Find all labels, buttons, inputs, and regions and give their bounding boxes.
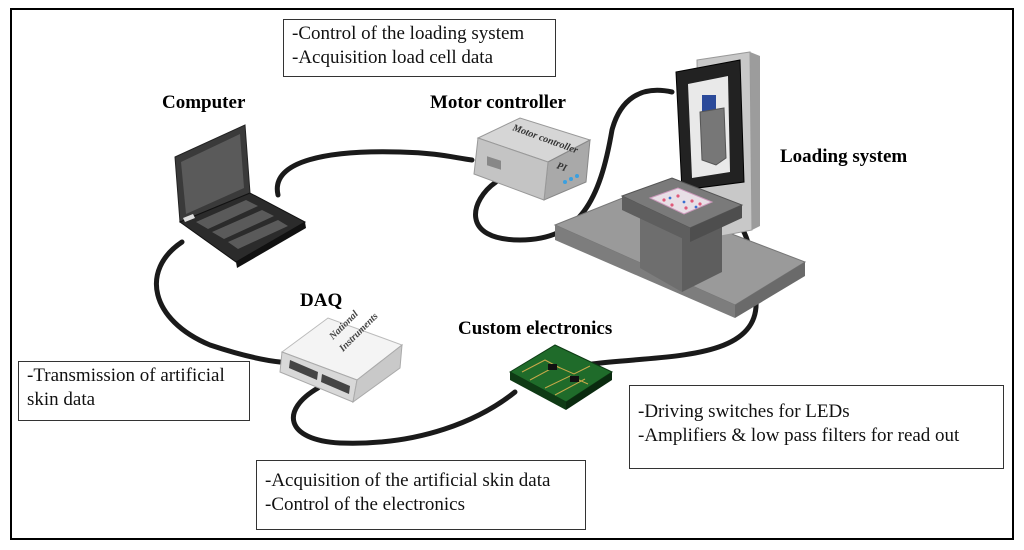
loading-system-machine-icon — [553, 51, 807, 318]
motor-controller-label: Motor controller — [430, 92, 566, 113]
cable-daq-custom-electronics — [290, 385, 518, 446]
custom-electronics-pcb-icon — [508, 344, 614, 410]
cable-note-line1: -Acquisition of the artificial skin data — [265, 470, 551, 491]
cable-note-box: -Acquisition of the artificial skin data… — [256, 460, 586, 530]
daq-label: DAQ — [300, 290, 343, 311]
cable-note-line2: -Control of the electronics — [265, 494, 465, 515]
custom-electronics-note-line2: -Amplifiers & low pass filters for read … — [638, 425, 960, 446]
laptop-icon — [174, 124, 307, 268]
motor-controller-device-icon: Motor controller PI — [473, 117, 592, 201]
motor-controller-note-line1: -Control of the loading system — [292, 23, 525, 44]
daq-note-line1: -Transmission of artificial — [27, 365, 225, 386]
daq-note-box: -Transmission of artificial skin data — [18, 361, 250, 421]
custom-electronics-note-box: -Driving switches for LEDs -Amplifiers &… — [629, 385, 1004, 469]
motor-controller-note-box: -Control of the loading system -Acquisit… — [283, 19, 556, 77]
cable-computer-daq — [154, 239, 283, 365]
custom-electronics-label: Custom electronics — [458, 318, 613, 339]
loading-system-label: Loading system — [780, 146, 908, 167]
daq-note-line2: skin data — [27, 389, 96, 410]
custom-electronics-note-line1: -Driving switches for LEDs — [638, 401, 850, 422]
cable-electronics-loading-system — [589, 213, 759, 367]
motor-controller-note-line2: -Acquisition load cell data — [292, 47, 494, 68]
computer-label: Computer — [162, 92, 246, 113]
cable-computer-motor-controller — [274, 149, 475, 198]
daq-device-icon: National Instruments — [279, 309, 404, 404]
